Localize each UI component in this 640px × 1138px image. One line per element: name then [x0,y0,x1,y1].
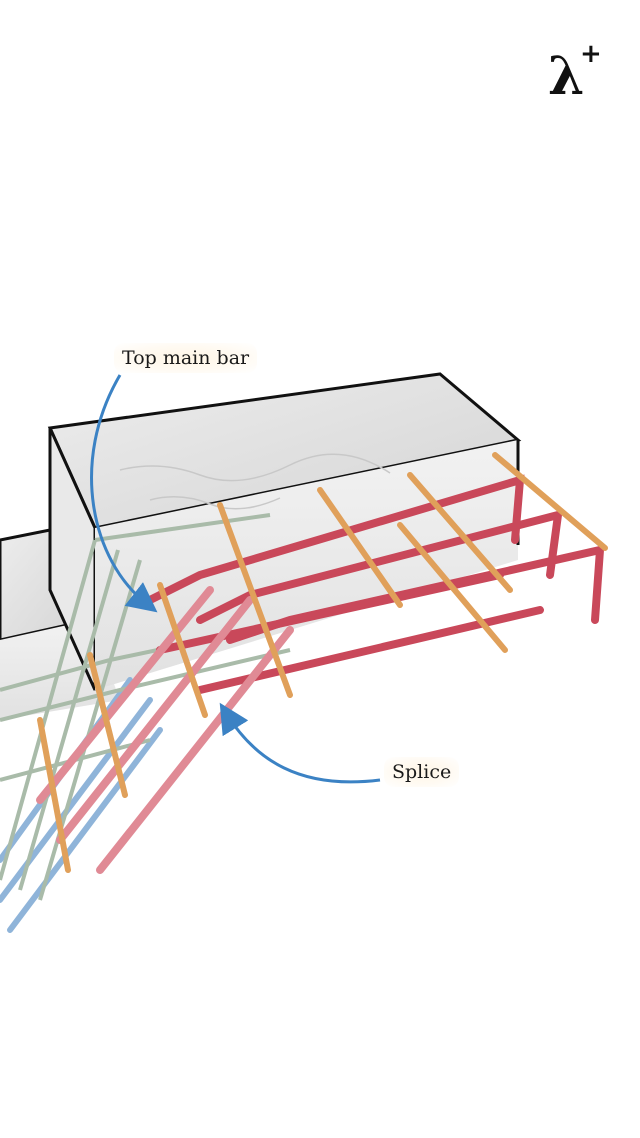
beam-block [47,372,522,691]
splice-bars [36,586,294,874]
callout-arrows [90,374,381,784]
top-main-bar-arrow [90,374,158,613]
splice-arrow [219,702,381,784]
logo-icon: λ + [548,39,602,100]
bottom-bars [0,677,163,933]
logo-plus: + [580,39,602,69]
top-main-bar-label: Top main bar [114,343,258,373]
logo-glyph: λ [548,46,584,100]
splice-label: Splice [384,757,460,787]
cross-bars [37,452,608,873]
